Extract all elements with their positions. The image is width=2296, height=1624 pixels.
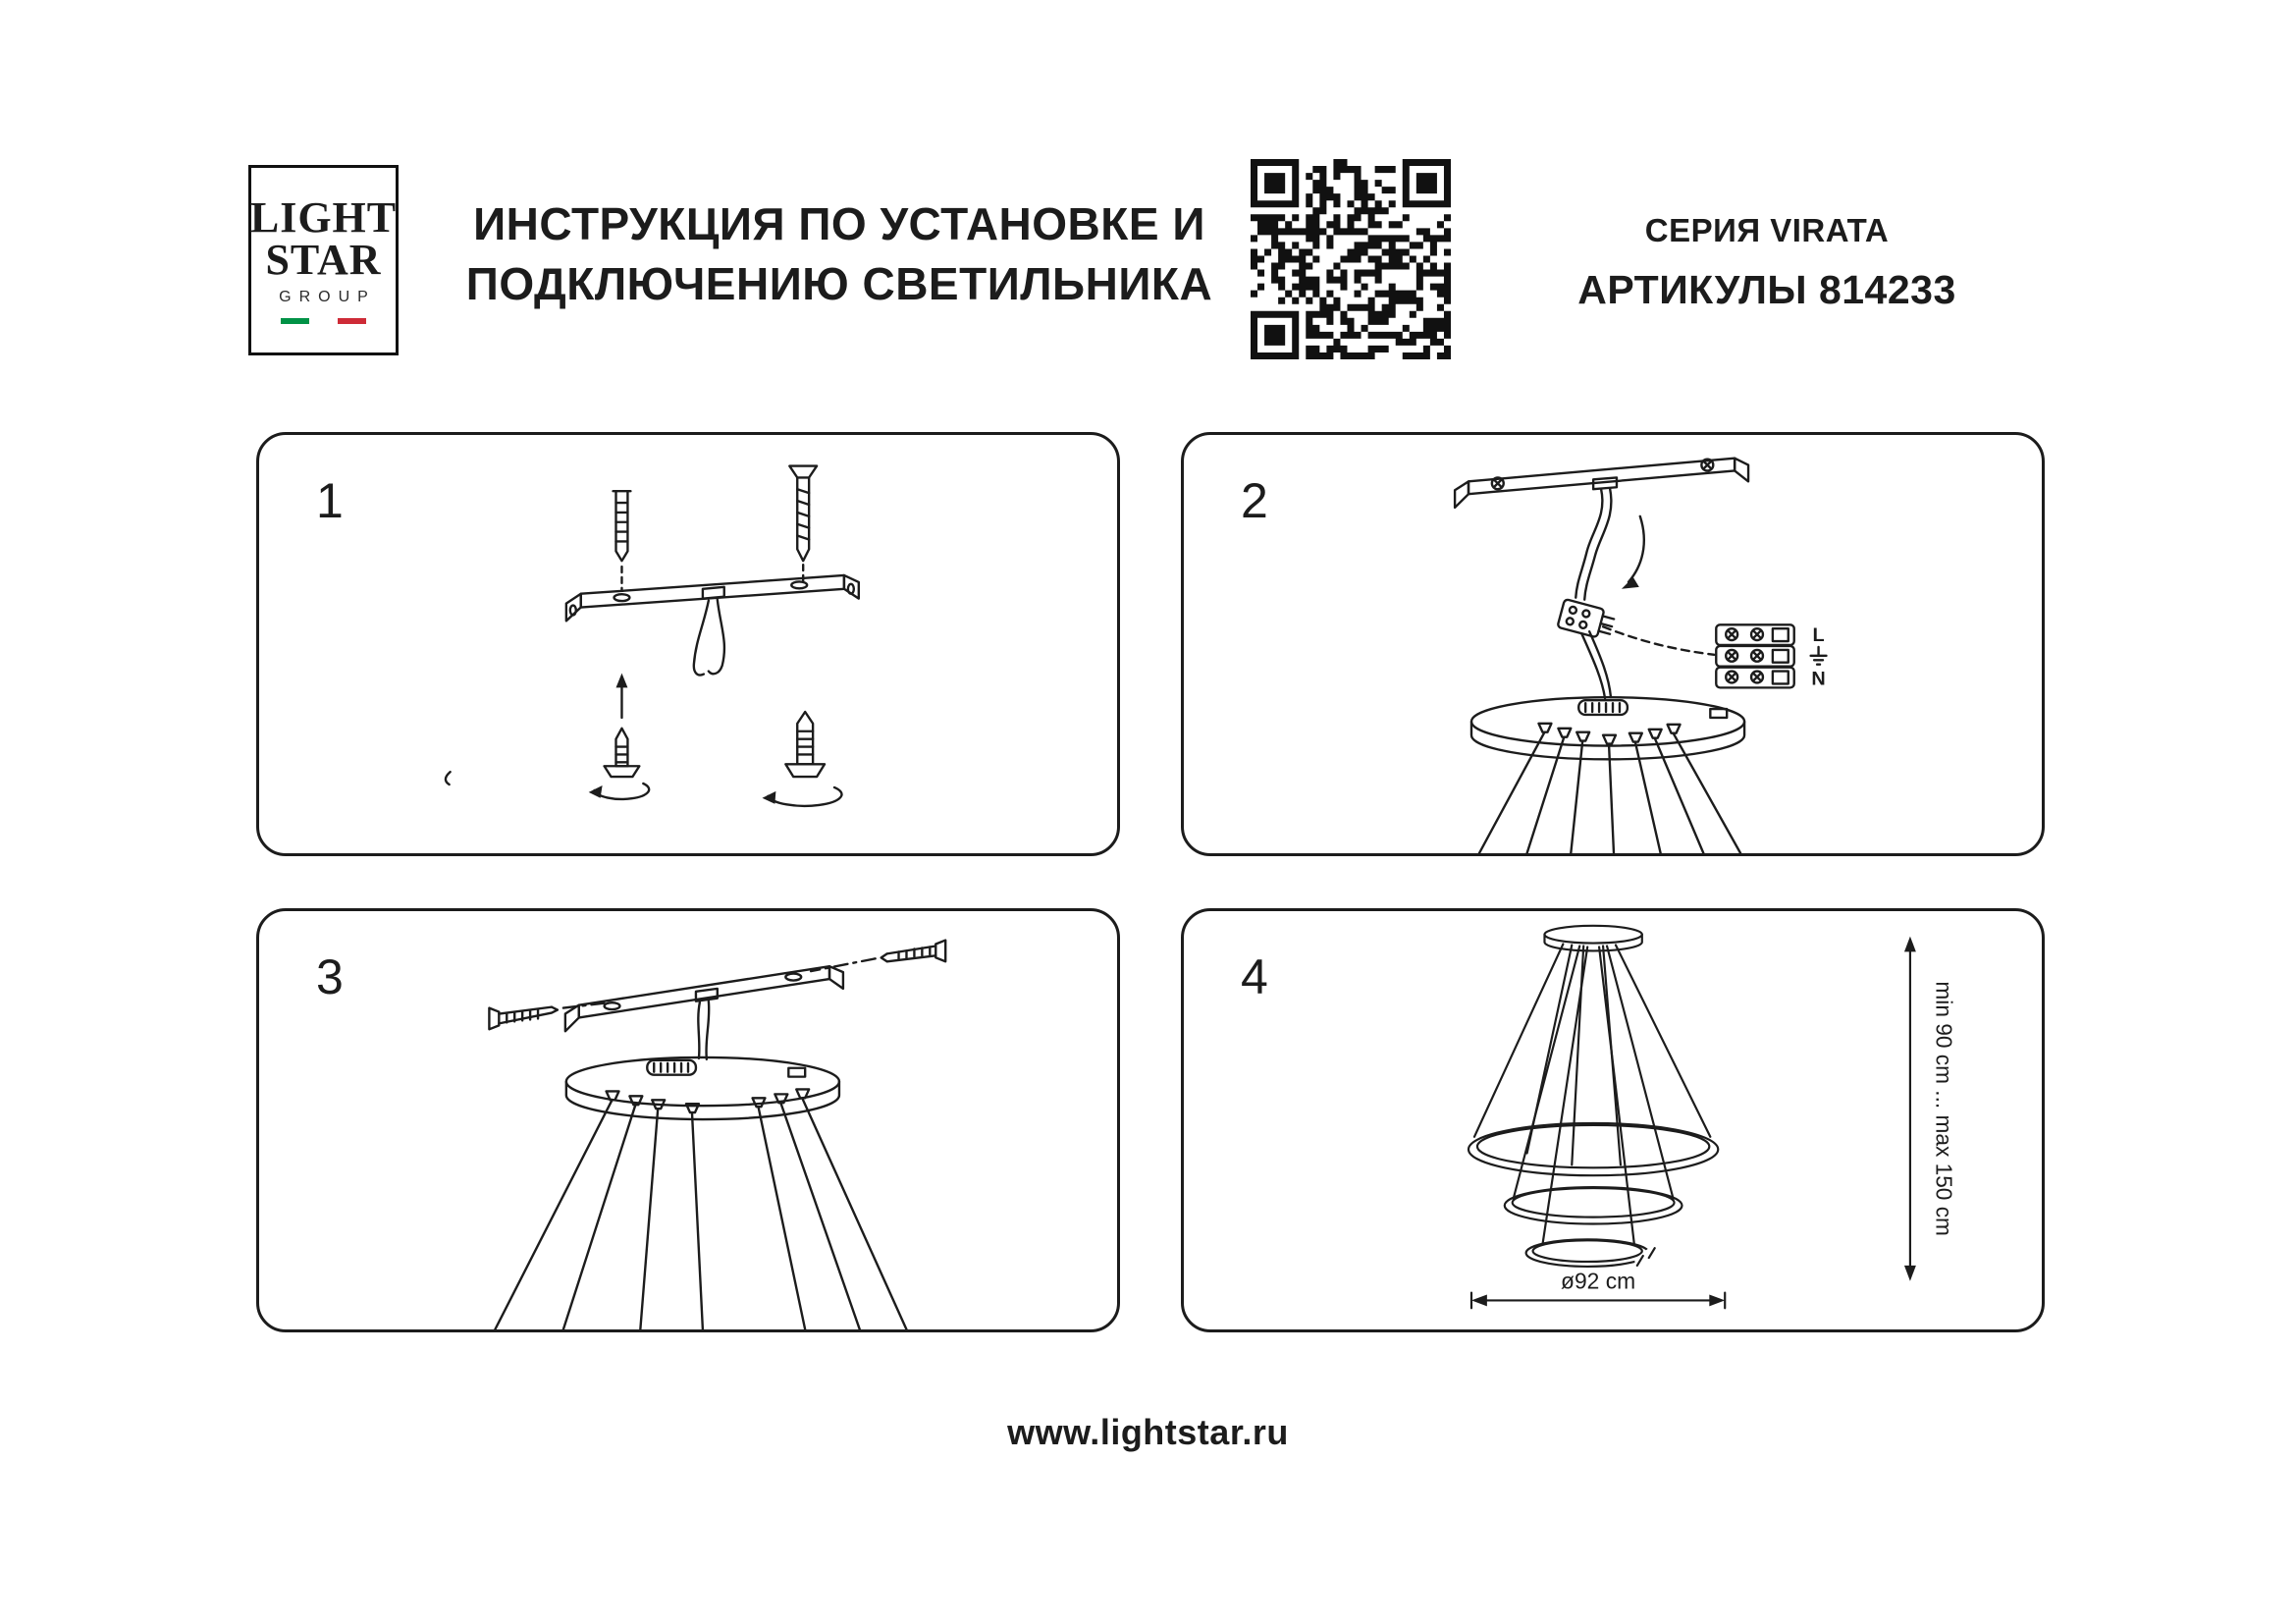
power-wires — [692, 598, 726, 677]
mounting-bracket — [563, 965, 845, 1033]
step-1-drawing — [444, 464, 860, 808]
canopy — [564, 1056, 841, 1121]
ceiling-mount — [1543, 924, 1643, 952]
diameter-label: ø92 cm — [1561, 1269, 1635, 1294]
suspension-cables — [1472, 943, 1712, 1246]
step-3-number: 3 — [316, 949, 344, 1004]
step-4-drawing: min 90 cm ... max 150 cm ø92 cm — [1467, 924, 1957, 1310]
series-label: СЕРИЯ VIRATA — [1644, 212, 1890, 248]
ring-small — [1524, 1238, 1660, 1268]
ring-medium — [1503, 1185, 1683, 1225]
title-line-2: ПОДКЛЮЧЕНИЮ СВЕТИЛЬНИКА — [465, 257, 1213, 309]
step-3-drawing — [488, 939, 947, 1329]
terminal-label-neutral: N — [1811, 668, 1825, 689]
cable-glands — [1537, 722, 1682, 745]
series-info: СЕРИЯ VIRATA АРТИКУЛЫ 814233 — [1529, 212, 2004, 313]
suspension-cables — [494, 1097, 908, 1329]
title-line-1: ИНСТРУКЦИЯ ПО УСТАНОВКЕ И — [473, 198, 1205, 249]
height-label: min 90 cm ... max 150 cm — [1932, 981, 1957, 1236]
step-2-panel: 2 — [1181, 432, 2045, 856]
website-url: www.lightstar.ru — [1007, 1412, 1289, 1452]
logo-subtitle: GROUP — [279, 289, 376, 306]
cable-glands — [605, 1088, 811, 1114]
canopy-wires — [697, 1000, 711, 1061]
ring-large — [1467, 1121, 1720, 1177]
italian-flag-icon — [280, 318, 367, 325]
step-4-panel: 4 — [1181, 908, 2045, 1332]
mounting-bracket — [564, 573, 860, 623]
wire-bundle — [1575, 487, 1613, 601]
diameter-dimension-arrow — [1469, 1291, 1727, 1310]
screw-right-icon — [809, 939, 947, 973]
logo-word-1: LIGHT — [249, 192, 398, 242]
stray-mark — [444, 770, 452, 786]
step-2-drawing: L N — [1453, 457, 1828, 853]
step-1-panel: 1 — [256, 432, 1120, 856]
screw-small-icon — [588, 727, 651, 801]
logo-word-2: STAR — [265, 236, 382, 284]
wire-to-terminal — [1601, 625, 1716, 657]
height-dimension-arrow — [1903, 936, 1916, 1281]
terminal-label-line: L — [1812, 624, 1824, 646]
page-title: ИНСТРУКЦИЯ ПО УСТАНОВКЕ И ПОДКЛЮЧЕНИЮ СВ… — [422, 194, 1256, 313]
article-number: АРТИКУЛЫ 814233 — [1577, 267, 1956, 312]
terminal-block — [1715, 623, 1795, 689]
lightstar-logo: LIGHT STAR GROUP — [248, 165, 399, 355]
earth-ground-icon — [1809, 645, 1828, 666]
qr-code-icon — [1251, 159, 1451, 359]
canopy-wires — [1580, 629, 1613, 700]
wall-plug-icon — [612, 490, 632, 591]
step-2-number: 2 — [1241, 473, 1268, 528]
down-arrow-icon — [1621, 514, 1645, 589]
screw-left-icon — [488, 1001, 606, 1031]
connector-plug — [1557, 598, 1616, 638]
canopy — [1469, 696, 1746, 761]
long-screw-icon — [788, 464, 819, 583]
mounting-bracket — [1453, 457, 1750, 510]
suspension-cables — [1477, 731, 1742, 853]
step-1-number: 1 — [316, 473, 344, 528]
step-4-number: 4 — [1241, 949, 1268, 1004]
screw-up-arrow — [615, 673, 628, 720]
step-3-panel: 3 — [256, 908, 1120, 1332]
screw-large-icon — [762, 710, 843, 808]
